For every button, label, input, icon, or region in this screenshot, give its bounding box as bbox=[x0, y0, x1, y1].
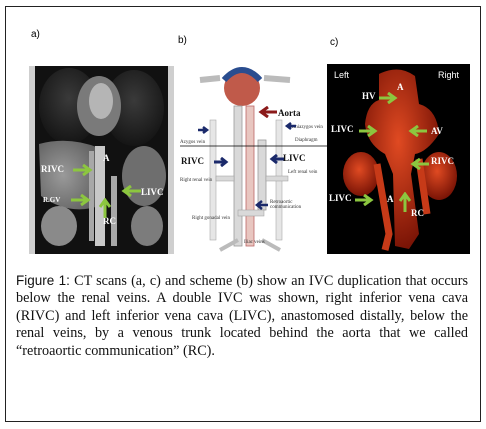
label-b-right-gonadal: Right gonadal vein bbox=[192, 216, 231, 221]
ct-render-c: Left Right A HV LIVC AV RIVC LIVC A RC bbox=[327, 64, 470, 254]
arrow-b-livc bbox=[269, 154, 284, 164]
label-b-diaphragm: Diaphragm bbox=[295, 138, 318, 143]
label-c-livc-top: LIVC bbox=[331, 124, 354, 134]
scheme-b: Aorta Azygos vein Hemiazygos vein Diaphr… bbox=[180, 50, 327, 254]
arrow-b-retro bbox=[254, 200, 268, 210]
label-c-left: Left bbox=[334, 70, 350, 80]
label-c-right: Right bbox=[438, 70, 460, 80]
arrow-c-livc-top bbox=[359, 125, 378, 137]
label-a-rivc: RIVC bbox=[41, 164, 65, 174]
arrow-b-azygos bbox=[198, 126, 210, 134]
arrow-c-av bbox=[408, 125, 427, 137]
label-b-retro: Retroaortic communication bbox=[270, 200, 302, 210]
label-c-livc-bottom: LIVC bbox=[329, 193, 352, 203]
label-a-livc: LIVC bbox=[141, 187, 164, 197]
arrow-b-rivc bbox=[214, 157, 229, 167]
label-c-a-top: A bbox=[397, 82, 404, 92]
label-b-rivc: RIVC bbox=[181, 156, 205, 166]
arrow-c-hv bbox=[379, 92, 398, 104]
label-c-rc: RC bbox=[411, 208, 424, 218]
panel-b-label: b) bbox=[178, 35, 187, 46]
label-c-av: AV bbox=[431, 126, 443, 136]
arrow-c-livc-bottom bbox=[355, 194, 374, 206]
label-b-livc: LIVC bbox=[283, 153, 306, 163]
label-b-iliac: Iliac veins bbox=[244, 240, 265, 245]
panel-a-label: a) bbox=[31, 29, 40, 40]
arrow-c-rivc bbox=[410, 158, 429, 170]
label-a-rc: RC bbox=[103, 216, 116, 226]
label-a-rgv: R.GV bbox=[43, 196, 61, 204]
arrow-a-rc bbox=[99, 198, 111, 218]
caption-text: CT scans (a, c) and scheme (b) show an I… bbox=[16, 273, 468, 359]
arrow-a-rgv bbox=[71, 194, 91, 206]
label-c-hv: HV bbox=[362, 91, 376, 101]
panel-c-label: c) bbox=[330, 37, 339, 48]
ct-scan-a-image bbox=[29, 66, 174, 254]
arrow-a-rivc bbox=[73, 164, 93, 176]
figure-caption: Figure 1: CT scans (a, c) and scheme (b)… bbox=[16, 272, 468, 360]
label-c-rivc: RIVC bbox=[431, 156, 455, 166]
ct-scan-a: A RIVC R.GV LIVC RC bbox=[29, 66, 174, 254]
label-c-a-bottom: A bbox=[387, 194, 394, 204]
arrow-c-rc bbox=[399, 192, 411, 212]
ct-render-c-image bbox=[327, 64, 470, 254]
label-b-azygos: Azygos vein bbox=[180, 140, 206, 145]
label-b-aorta: Aorta bbox=[278, 108, 301, 118]
arrow-b-hemiazygos bbox=[284, 122, 296, 130]
label-b-left-renal: Left renal vein bbox=[288, 170, 318, 175]
arrow-b-aorta bbox=[258, 106, 277, 118]
label-b-right-renal: Right renal vein bbox=[180, 178, 213, 183]
label-a-aorta: A bbox=[103, 153, 110, 163]
caption-prefix: Figure 1: bbox=[16, 273, 70, 288]
arrow-a-livc bbox=[121, 185, 141, 197]
scheme-b-drawing bbox=[180, 67, 327, 252]
label-b-hemiazygos: Hemiazygos vein bbox=[288, 125, 323, 130]
